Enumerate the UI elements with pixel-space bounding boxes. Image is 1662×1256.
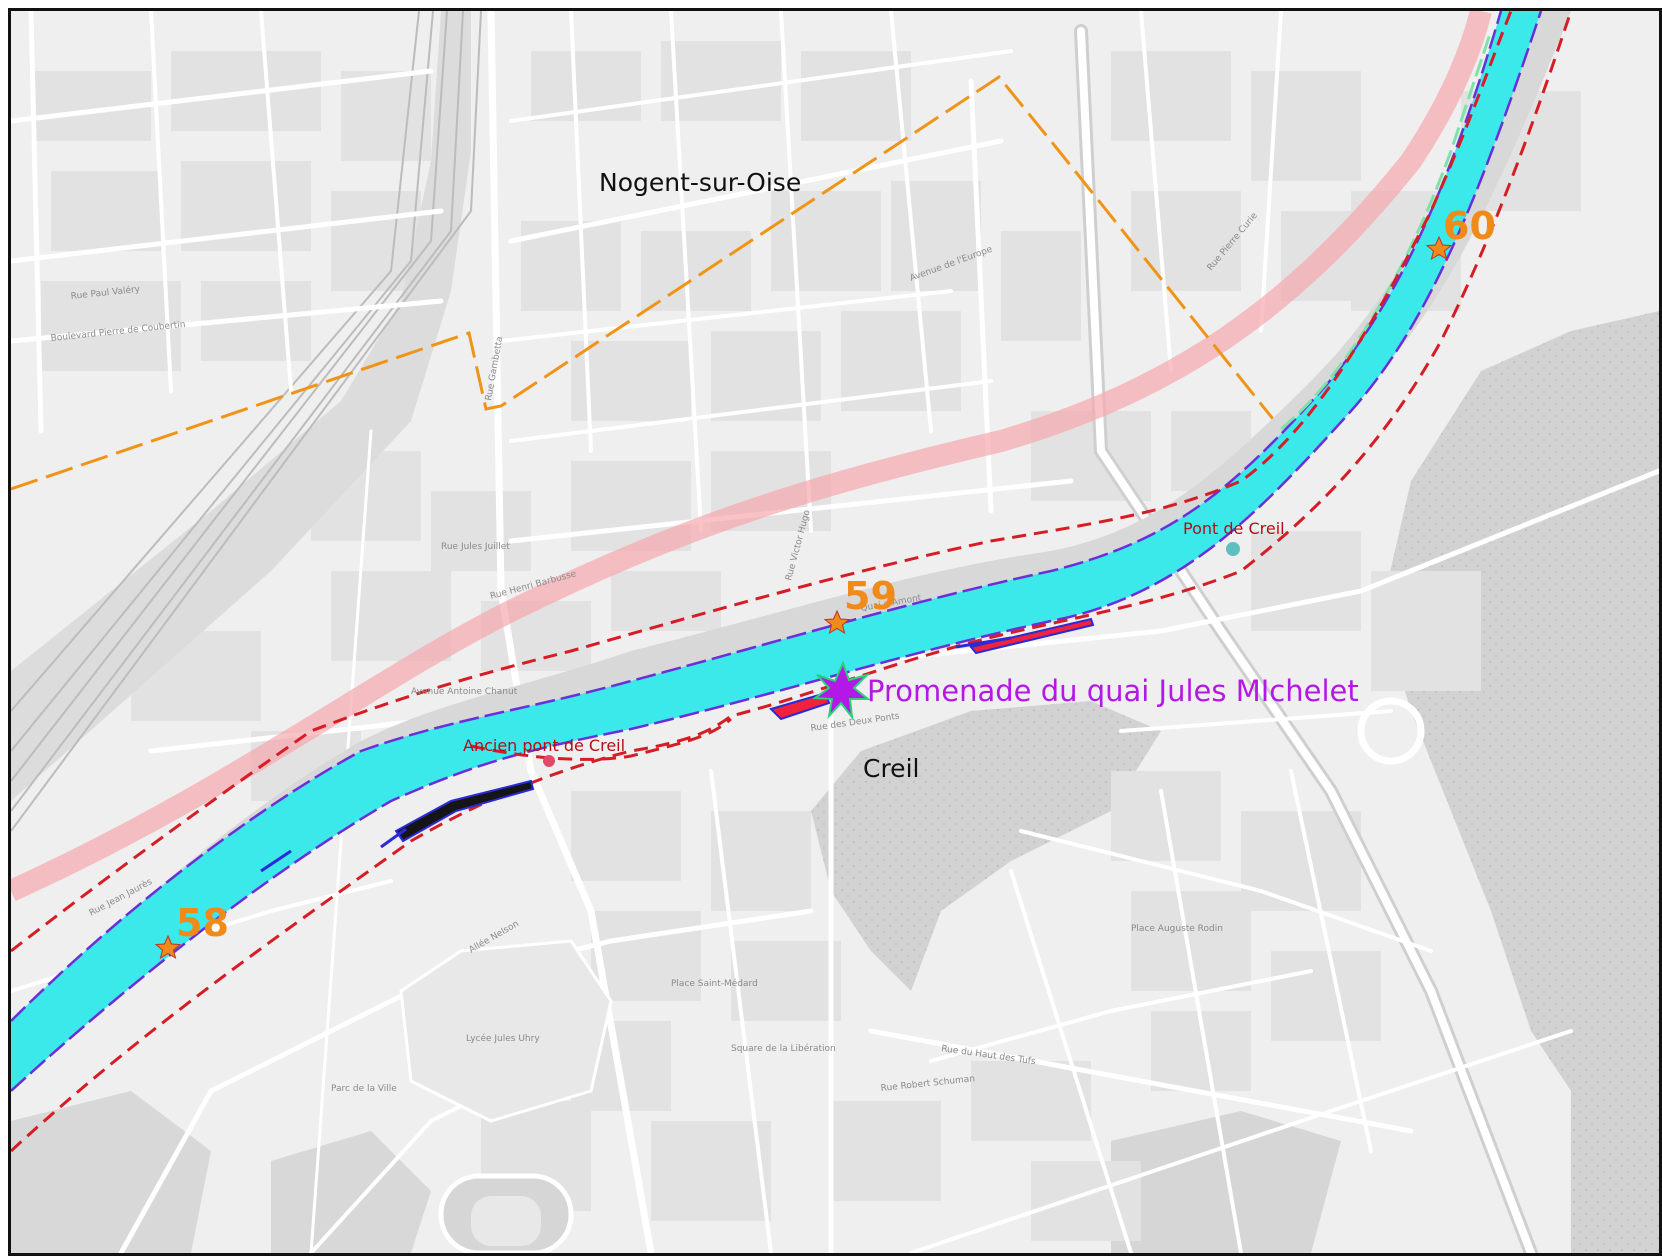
bank-features: [260, 617, 1095, 873]
kilometer-point-59[interactable]: 59: [823, 574, 897, 635]
roundabout: [1357, 697, 1425, 765]
bridge-marker: [1226, 542, 1240, 556]
star-icon: [154, 934, 182, 960]
commune-boundary: [11, 74, 1283, 491]
street-label: Square de la Libération: [731, 1043, 836, 1054]
bridge-label-pont-de-creil: Pont de Creil: [1183, 519, 1285, 538]
star-icon: [1425, 235, 1453, 261]
kilometer-point-60[interactable]: 60: [1425, 204, 1496, 261]
woodland-areas: [11, 311, 1659, 1253]
poi-promenade[interactable]: Promenade du quai Jules MIchelet: [812, 660, 1359, 721]
street-label: Place Saint-Médard: [671, 978, 758, 989]
road-network: [11, 11, 1659, 1253]
town-label-creil: Creil: [863, 754, 919, 783]
buffer-north: [11, 11, 1513, 953]
bridge-label-ancien-pont: Ancien pont de Creil: [463, 736, 625, 755]
kilometer-point-label: 58: [176, 901, 229, 945]
star-icon: [823, 609, 851, 635]
map-frame[interactable]: Rue Jean Jaurès Quai d'Amont Rue des Deu…: [8, 8, 1662, 1256]
burst-star-icon: [812, 660, 871, 721]
pink-corridor-band: [11, 11, 1492, 902]
poi-label: Promenade du quai Jules MIchelet: [867, 674, 1359, 708]
street-label: Place Auguste Rodin: [1131, 924, 1223, 934]
buffer-south: [11, 11, 1573, 1153]
lycee-grounds: [399, 939, 613, 1123]
river-green-line: [1280, 30, 1493, 431]
stadium: [438, 1173, 574, 1253]
railway-corridor: [11, 11, 482, 832]
bridge-marker: [543, 755, 555, 767]
kilometer-point-label: 59: [844, 574, 897, 618]
kilometer-point-label: 60: [1443, 204, 1496, 248]
street-label: Parc de la Ville: [331, 1084, 397, 1094]
river-edge-south: [11, 11, 1543, 1092]
town-label-nogent: Nogent-sur-Oise: [599, 168, 801, 197]
street-label: Avenue Antoine Chanut: [411, 687, 518, 697]
map-canvas[interactable]: Rue Jean Jaurès Quai d'Amont Rue des Deu…: [11, 11, 1659, 1253]
street-label: Lycée Jules Uhry: [466, 1033, 540, 1044]
street-label: Rue Jules Juillet: [441, 542, 510, 552]
kilometer-point-58[interactable]: 58: [154, 901, 229, 960]
buffer-island: [470, 717, 732, 761]
